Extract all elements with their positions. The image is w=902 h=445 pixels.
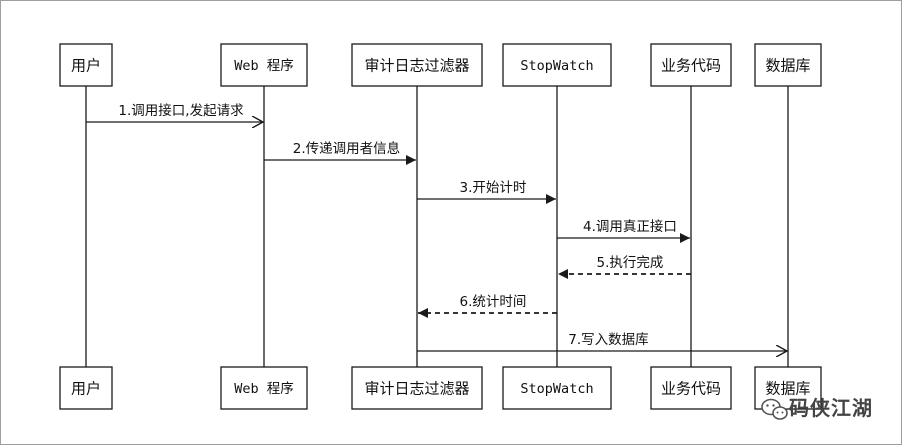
participant-label: 数据库: [765, 57, 810, 75]
message-5: 5.执行完成: [558, 255, 691, 279]
watermark: 码侠江湖: [761, 396, 873, 420]
participant-web-top: Web 程序: [220, 43, 308, 87]
participant-label: 业务代码: [661, 57, 721, 75]
participant-box: [59, 43, 113, 87]
wechat-icon: [761, 398, 788, 420]
message-6: 6.统计时间: [418, 294, 557, 318]
participant-label: StopWatch: [520, 58, 593, 74]
participant-box: [220, 366, 308, 410]
watermark-text: 码侠江湖: [789, 396, 873, 420]
participant-label: 审计日志过滤器: [364, 57, 469, 75]
participant-box: [351, 366, 483, 410]
message-3: 3.开始计时: [417, 180, 556, 204]
participant-db-top: 数据库: [754, 43, 822, 87]
participant-label: Web 程序: [234, 381, 294, 397]
participant-web-bottom: Web 程序: [220, 366, 308, 410]
participant-box: [220, 43, 308, 87]
message-label: 5.执行完成: [597, 255, 664, 271]
participant-label: 业务代码: [661, 380, 721, 398]
participant-label: Web 程序: [234, 58, 294, 74]
participant-box: [502, 43, 612, 87]
participant-box: [351, 43, 483, 87]
participant-box: [650, 366, 732, 410]
message-label: 6.统计时间: [460, 294, 527, 310]
message-4: 4.调用真正接口: [557, 218, 690, 243]
participant-biz-bottom: 业务代码: [650, 366, 732, 410]
participant-label: 数据库: [765, 380, 810, 398]
message-1: 1.调用接口,发起请求: [86, 102, 263, 122]
participant-user-top: 用户: [59, 43, 113, 87]
message-label: 3.开始计时: [460, 180, 527, 196]
participant-audit-top: 审计日志过滤器: [351, 43, 483, 87]
message-label: 4.调用真正接口: [583, 218, 677, 235]
participant-box: [650, 43, 732, 87]
participant-box: [502, 366, 612, 410]
participant-label: 审计日志过滤器: [364, 380, 469, 398]
participant-biz-top: 业务代码: [650, 43, 732, 87]
participant-box: [59, 366, 113, 410]
message-label: 2.传递调用者信息: [293, 140, 400, 157]
participant-audit-bottom: 审计日志过滤器: [351, 366, 483, 410]
message-label: 7.写入数据库: [568, 332, 648, 348]
message-7: 7.写入数据库: [417, 332, 787, 351]
participant-label: 用户: [71, 380, 101, 398]
message-2: 2.传递调用者信息: [264, 140, 416, 165]
participant-label: StopWatch: [520, 381, 593, 397]
participant-label: 用户: [71, 57, 101, 75]
participant-box: [754, 43, 822, 87]
message-label: 1.调用接口,发起请求: [118, 102, 244, 119]
participant-stopwatch-bottom: StopWatch: [502, 366, 612, 410]
participant-stopwatch-top: StopWatch: [502, 43, 612, 87]
participant-user-bottom: 用户: [59, 366, 113, 410]
